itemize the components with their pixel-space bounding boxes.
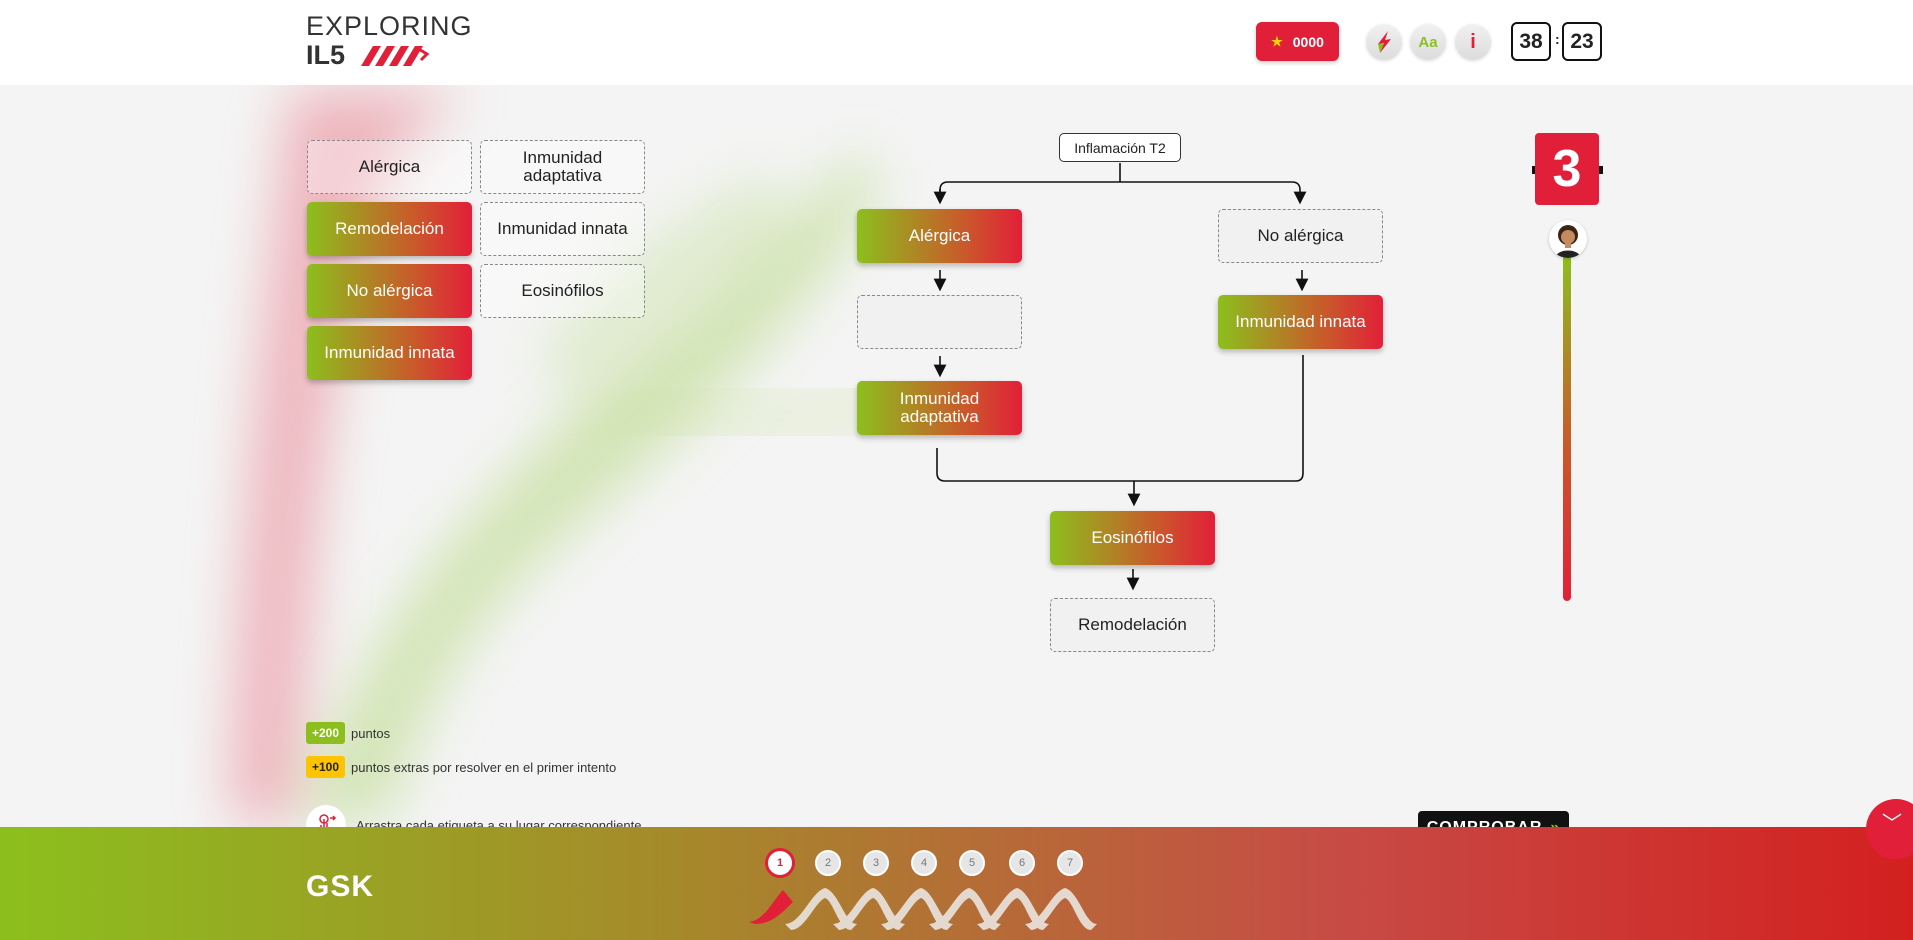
bank-slot-alergica[interactable]: Alérgica — [307, 140, 472, 194]
points-base-text: puntos — [351, 725, 391, 741]
top-bar: EXPLORING IL5 ★ 0000 Aa i 38 : 23 — [0, 0, 1913, 85]
font-size-label: Aa — [1418, 33, 1438, 51]
points-base-row: +200 puntos — [306, 722, 390, 744]
brand-tool-button[interactable] — [1366, 24, 1402, 60]
lightning-leaf-icon — [1378, 31, 1391, 53]
avatar-woman-icon — [1555, 225, 1581, 258]
logo-line-2: IL5 — [306, 40, 346, 70]
exploring-il5-logo: EXPLORING IL5 — [306, 12, 473, 70]
logo-line-1: EXPLORING — [306, 11, 473, 41]
step-progress: 1 2 3 4 5 6 7 — [745, 840, 1105, 940]
chevron-down-icon: ﹀ — [1882, 813, 1902, 835]
step-ribbon — [749, 888, 1097, 930]
font-size-button[interactable]: Aa — [1410, 24, 1446, 60]
timer-minutes: 38 — [1511, 22, 1551, 61]
step-1[interactable]: 1 — [765, 848, 795, 878]
timer-separator: : — [1555, 31, 1560, 47]
logo-stripes-icon — [361, 46, 430, 66]
bank-tag-no-alergica[interactable]: No alérgica — [307, 264, 472, 318]
points-bonus-badge: +100 — [306, 756, 346, 778]
diagram-node-inmunidad-innata[interactable]: Inmunidad innata — [1218, 295, 1383, 349]
diagram-node-inmunidad-adaptativa[interactable]: Inmunidad adaptativa — [857, 381, 1022, 435]
step-3[interactable]: 3 — [863, 850, 889, 876]
step-7[interactable]: 7 — [1057, 850, 1083, 876]
step-5[interactable]: 5 — [959, 850, 985, 876]
collapse-footer-button[interactable]: ﹀ — [1866, 799, 1913, 859]
bank-slot-eosinofilos[interactable]: Eosinófilos — [480, 264, 645, 318]
diagram-node-alergica[interactable]: Alérgica — [857, 209, 1022, 263]
step-4[interactable]: 4 — [911, 850, 937, 876]
avatar — [1549, 220, 1587, 258]
info-button[interactable]: i — [1455, 24, 1491, 60]
diagram-dropzone-remodelacion[interactable]: Remodelación — [1050, 598, 1215, 652]
bank-tag-remodelacion[interactable]: Remodelación — [307, 202, 472, 256]
level-progress-track — [1563, 255, 1571, 601]
timer-seconds: 23 — [1562, 22, 1602, 61]
info-icon: i — [1470, 30, 1476, 53]
level-notch-left — [1532, 166, 1536, 174]
diagram-node-eosinofilos[interactable]: Eosinófilos — [1050, 511, 1215, 565]
points-bonus-text: puntos extras por resolver en el primer … — [351, 759, 617, 775]
diagram-dropzone-empty[interactable] — [857, 295, 1022, 349]
level-notch-right — [1599, 166, 1603, 174]
bank-tag-inmunidad-innata[interactable]: Inmunidad innata — [307, 326, 472, 380]
step-6[interactable]: 6 — [1009, 850, 1035, 876]
bank-slot-inmunidad-adaptativa[interactable]: Inmunidad adaptativa — [480, 140, 645, 194]
level-number: 3 — [1535, 133, 1599, 205]
step-2[interactable]: 2 — [815, 850, 841, 876]
diagram-root-node: Inflamación T2 — [1059, 133, 1181, 162]
points-bonus-row: +100 puntos extras por resolver en el pr… — [306, 756, 616, 778]
score-value: 0000 — [1292, 33, 1324, 50]
score-badge: ★ 0000 — [1256, 22, 1339, 61]
diagram-dropzone-no-alergica[interactable]: No alérgica — [1218, 209, 1383, 263]
footer-bar — [0, 827, 1913, 940]
star-icon: ★ — [1271, 33, 1283, 49]
bank-slot-inmunidad-innata[interactable]: Inmunidad innata — [480, 202, 645, 256]
points-base-badge: +200 — [306, 722, 346, 744]
gsk-logo: GSK — [306, 870, 375, 903]
